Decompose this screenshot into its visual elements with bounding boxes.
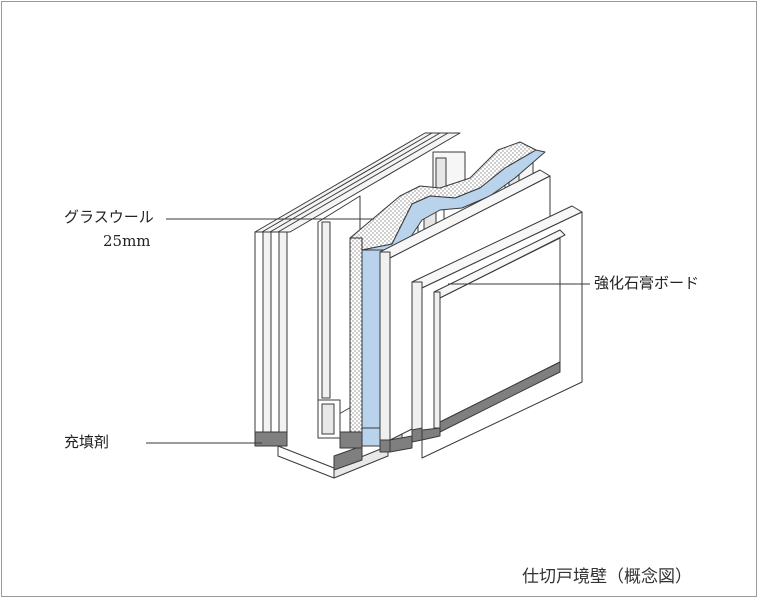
figure-caption: 仕切戸境壁（概念図）: [522, 567, 692, 587]
glass-wool-thickness-label: 25mm: [103, 232, 151, 250]
gypsum-board-label: 強化石膏ボード: [594, 274, 700, 292]
leader-lines: [146, 218, 590, 444]
floor-slab: [277, 445, 389, 479]
filler-label: 充填剤: [64, 433, 110, 451]
rear-board-layers: [254, 132, 461, 447]
glass-wool-label: グラスウール: [64, 208, 154, 226]
